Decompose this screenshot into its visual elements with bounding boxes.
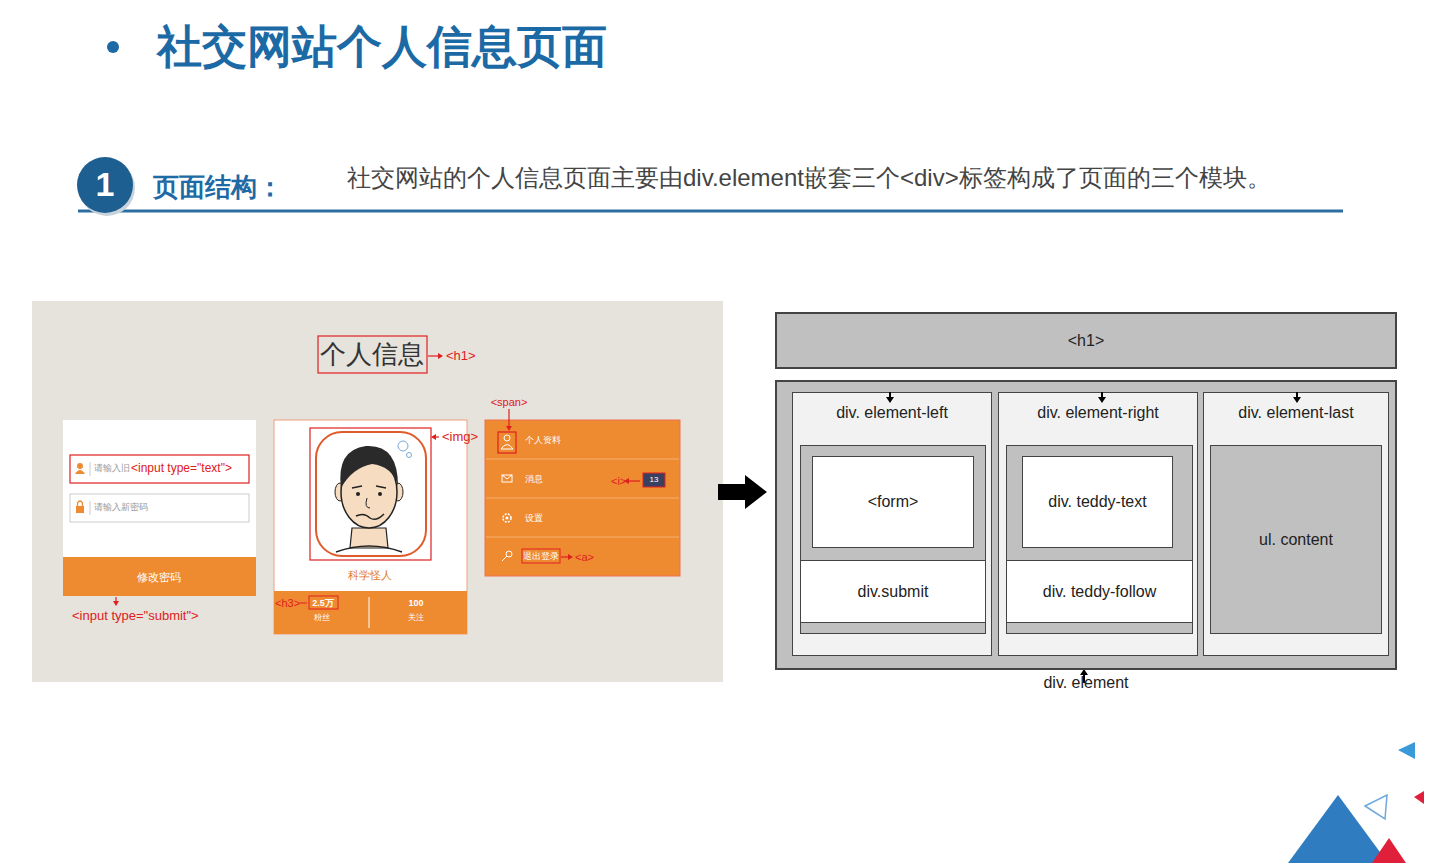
- box-label: div. element-last: [1238, 403, 1353, 422]
- pointer-arrow: [885, 392, 895, 404]
- menu-item: 消息: [525, 474, 543, 484]
- pointer-arrow: [1292, 392, 1302, 404]
- transform-arrow: [718, 475, 767, 509]
- pointer-head: [1098, 397, 1106, 403]
- tag-callout: <h3>: [275, 597, 300, 610]
- tag-callout: <i>: [611, 475, 626, 488]
- input-placeholder: 请输入旧: [94, 464, 130, 474]
- module-box: div. element-left <form> div.submit: [792, 392, 992, 656]
- box-label: ul. content: [1259, 530, 1333, 549]
- container-box: div. elementdiv. element-left<form>div.s…: [775, 380, 1397, 670]
- button-text: 修改密码: [137, 571, 181, 584]
- tag-callout: <input type="submit">: [72, 609, 199, 624]
- menu-item: 设置: [525, 513, 543, 523]
- content-box: <form>: [812, 456, 974, 548]
- box-label: div. teddy-text: [1048, 492, 1146, 511]
- module-box: div. element-last ul. content: [1203, 392, 1389, 656]
- container-label: div. element: [777, 673, 1395, 692]
- section-rule: [78, 210, 1343, 213]
- header-box: <h1>: [775, 312, 1397, 369]
- screenshot: [32, 301, 723, 682]
- pointer-arrow: [1097, 392, 1107, 404]
- list-box: ul. content: [1210, 445, 1382, 634]
- number-circle: [77, 157, 133, 213]
- badge-count: 13: [650, 475, 659, 484]
- content-box: div. teddy-follow: [1006, 560, 1193, 623]
- stat-number: 2.5万: [312, 598, 334, 608]
- page-heading: 个人信息: [320, 340, 424, 370]
- input-placeholder: 请输入新密码: [94, 503, 148, 513]
- tag-callout: <h1>: [446, 349, 476, 364]
- stat-label: 粉丝: [314, 613, 330, 622]
- stat-label: 关注: [408, 613, 424, 622]
- title-bullet: [107, 41, 119, 53]
- section-number: 1: [96, 165, 115, 204]
- box-label: div. element-left: [836, 403, 948, 422]
- pointer-head: [1293, 397, 1301, 403]
- section-heading: 页面结构：: [153, 173, 283, 203]
- box-label: <form>: [868, 492, 919, 511]
- corner-decoration: [1288, 742, 1424, 863]
- content-box: div. teddy-text: [1022, 456, 1173, 548]
- box-label: <h1>: [1068, 331, 1104, 350]
- slide-title: 社交网站个人信息页面: [157, 21, 607, 73]
- tag-callout: <span>: [491, 396, 528, 409]
- tag-callout: <input type="text">: [131, 462, 232, 476]
- menu-item: 退出登录: [523, 551, 559, 561]
- stat-number: 100: [408, 598, 423, 608]
- box-label: div. element-right: [1037, 403, 1159, 422]
- box-label: div.submit: [858, 582, 929, 601]
- tag-callout: <a>: [575, 551, 594, 564]
- tag-callout: <img>: [442, 430, 478, 445]
- content-box: div.submit: [800, 560, 986, 623]
- box-label: div. teddy-follow: [1043, 582, 1157, 601]
- module-box: div. element-right div. teddy-text div. te…: [998, 392, 1198, 656]
- user-name: 科学怪人: [348, 569, 392, 582]
- menu-item: 个人资料: [525, 435, 561, 445]
- section-description: 社交网站的个人信息页面主要由div.element嵌套三个<div>标签构成了页…: [347, 164, 1271, 192]
- pointer-head: [886, 397, 894, 403]
